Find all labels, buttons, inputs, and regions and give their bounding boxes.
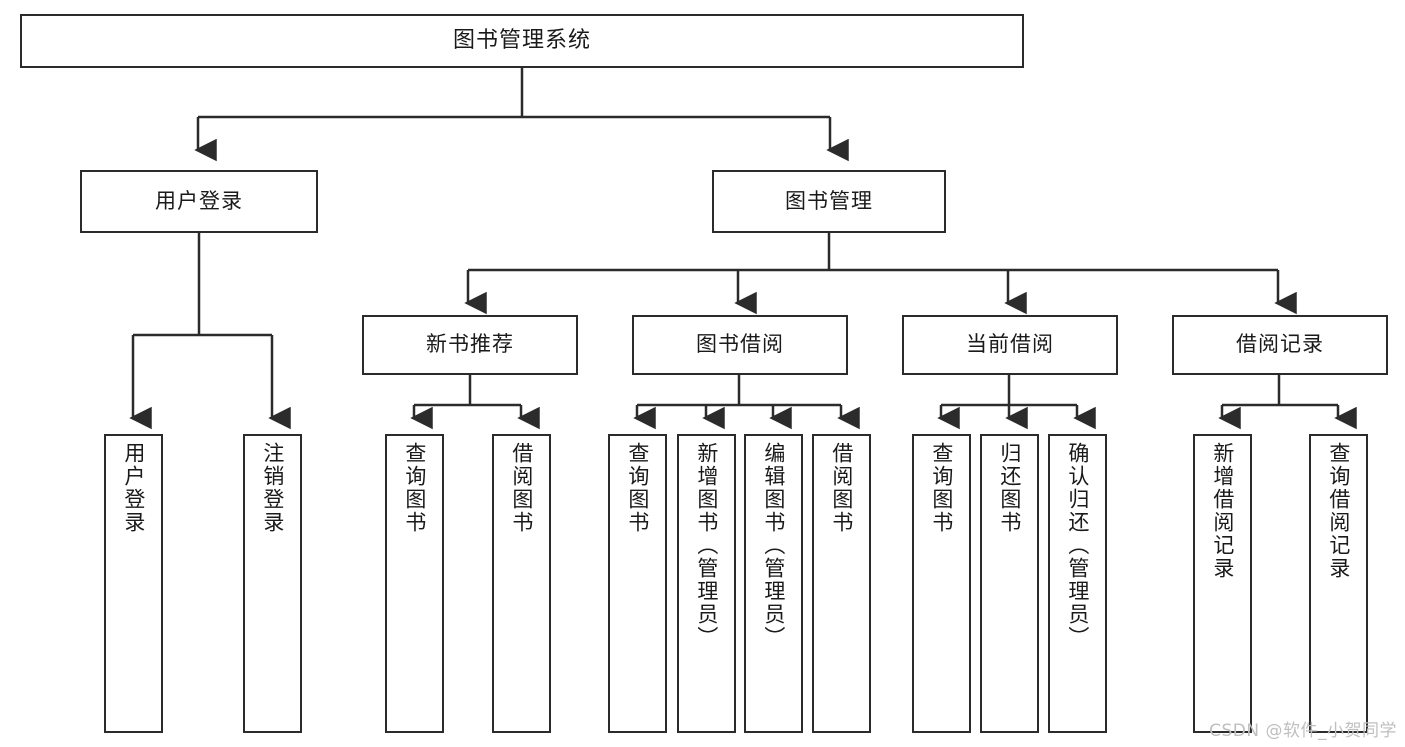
leaf-add-borrow-record[interactable]: 新增借阅记录 [1193, 434, 1252, 733]
node-label: 当前借阅 [966, 332, 1054, 357]
node-label: 图书管理系统 [452, 27, 591, 53]
leaf-query-book-current[interactable]: 查询图书 [912, 434, 971, 733]
node-label: 编辑图书（管理员） [761, 442, 786, 649]
leaf-query-borrow-record[interactable]: 查询借阅记录 [1309, 434, 1368, 733]
node-label: 查询图书 [929, 442, 954, 534]
leaf-edit-book-admin[interactable]: 编辑图书（管理员） [744, 434, 803, 733]
leaf-user-login[interactable]: 用户登录 [104, 434, 163, 733]
node-label: 用户登录 [155, 188, 243, 213]
node-user-login[interactable]: 用户登录 [80, 170, 318, 233]
leaf-confirm-return-admin[interactable]: 确认归还（管理员） [1048, 434, 1107, 733]
leaf-logout[interactable]: 注销登录 [243, 434, 302, 733]
node-new-book-recommend[interactable]: 新书推荐 [362, 315, 578, 375]
node-borrow-records[interactable]: 借阅记录 [1172, 315, 1388, 375]
node-label: 确认归还（管理员） [1065, 442, 1090, 649]
node-label: 用户登录 [121, 442, 146, 534]
node-label: 借阅图书 [829, 442, 854, 534]
leaf-borrow-book[interactable]: 借阅图书 [812, 434, 871, 733]
leaf-query-book-borrow[interactable]: 查询图书 [608, 434, 667, 733]
node-label: 新增借阅记录 [1210, 442, 1235, 580]
node-label: 图书借阅 [696, 332, 784, 357]
node-label: 归还图书 [997, 442, 1022, 534]
node-label: 查询图书 [402, 442, 427, 534]
leaf-add-book-admin[interactable]: 新增图书（管理员） [677, 434, 736, 733]
csdn-watermark: CSDN @软件_小贺同学 [1209, 721, 1397, 741]
leaf-borrow-book-recommend[interactable]: 借阅图书 [492, 434, 551, 733]
leaf-query-book-recommend[interactable]: 查询图书 [385, 434, 444, 733]
node-current-borrow[interactable]: 当前借阅 [902, 315, 1118, 375]
node-label: 注销登录 [260, 442, 285, 534]
node-book-management[interactable]: 图书管理 [712, 170, 946, 233]
node-label: 查询借阅记录 [1326, 442, 1351, 580]
node-label: 新增图书（管理员） [694, 442, 719, 649]
leaf-return-book[interactable]: 归还图书 [980, 434, 1039, 733]
node-label: 借阅记录 [1236, 332, 1324, 357]
node-label: 借阅图书 [509, 442, 534, 534]
node-book-borrow[interactable]: 图书借阅 [632, 315, 848, 375]
node-label: 新书推荐 [426, 332, 514, 357]
node-label: 图书管理 [785, 188, 873, 213]
node-label: 查询图书 [625, 442, 650, 534]
node-root-book-management-system[interactable]: 图书管理系统 [20, 14, 1024, 68]
